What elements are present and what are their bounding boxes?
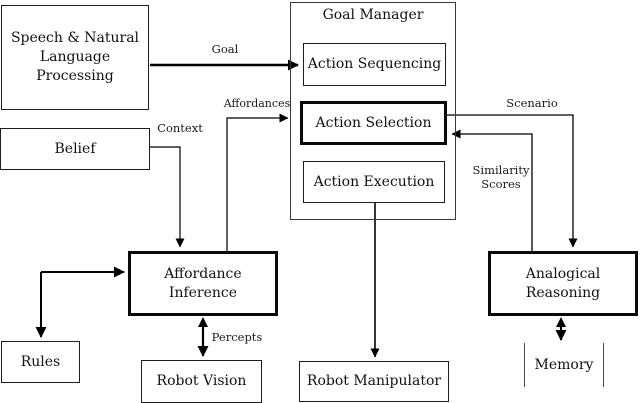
node-label: Goal Manager: [322, 7, 424, 23]
arrow-similarity-scores: [451, 129, 533, 251]
node-label: Affordance: [164, 265, 242, 282]
node-analogical-reasoning: Analogical Reasoning: [488, 251, 638, 316]
node-rules: Rules: [1, 341, 80, 383]
edge-label-similarity-scores: Similarity Scores: [465, 163, 537, 192]
node-robot-vision: Robot Vision: [141, 360, 262, 403]
node-goal-manager: Goal Manager: [290, 2, 456, 220]
node-label: Action Selection: [315, 114, 432, 131]
node-label: Rules: [20, 353, 61, 370]
node-label: Language: [39, 49, 111, 66]
node-robot-manipulator: Robot Manipulator: [299, 361, 449, 402]
node-label: Inference: [168, 284, 238, 301]
node-belief: Belief: [0, 128, 150, 170]
node-speech-nlp: Speech & Natural Language Processing: [1, 5, 149, 110]
arrow-percepts-up-head: [198, 317, 208, 327]
edge-label-affordances: Affordances: [223, 97, 291, 110]
node-label: Action Sequencing: [307, 56, 442, 73]
node-label: Speech & Natural: [10, 30, 140, 47]
node-label: Reasoning: [525, 284, 601, 301]
edge-label-percepts: Percepts: [211, 330, 263, 344]
edge-label-scenario: Scenario: [506, 96, 558, 110]
node-action-sequencing: Action Sequencing: [303, 43, 446, 86]
node-label: Analogical: [525, 265, 601, 282]
node-memory: Memory: [524, 343, 604, 387]
node-action-selection: Action Selection: [300, 101, 447, 145]
node-label: Robot Manipulator: [306, 373, 442, 390]
edge-label-line: Scores: [481, 177, 521, 192]
arrow-scenario: [447, 114, 578, 248]
node-action-execution: Action Execution: [303, 161, 445, 203]
node-label: Processing: [36, 67, 114, 84]
node-label: Action Execution: [313, 173, 435, 190]
edge-label-goal: Goal: [211, 42, 239, 56]
edge-label-context: Context: [157, 121, 203, 135]
node-affordance-inference: Affordance Inference: [128, 251, 278, 316]
node-label: Belief: [54, 140, 96, 157]
arrow-affordances: [226, 113, 289, 251]
node-label: Robot Vision: [156, 373, 247, 390]
edge-label-line: Similarity: [472, 163, 530, 177]
arrow-context: [150, 146, 185, 248]
node-label: Memory: [534, 356, 594, 373]
arrow-memory-up-head: [556, 317, 566, 327]
